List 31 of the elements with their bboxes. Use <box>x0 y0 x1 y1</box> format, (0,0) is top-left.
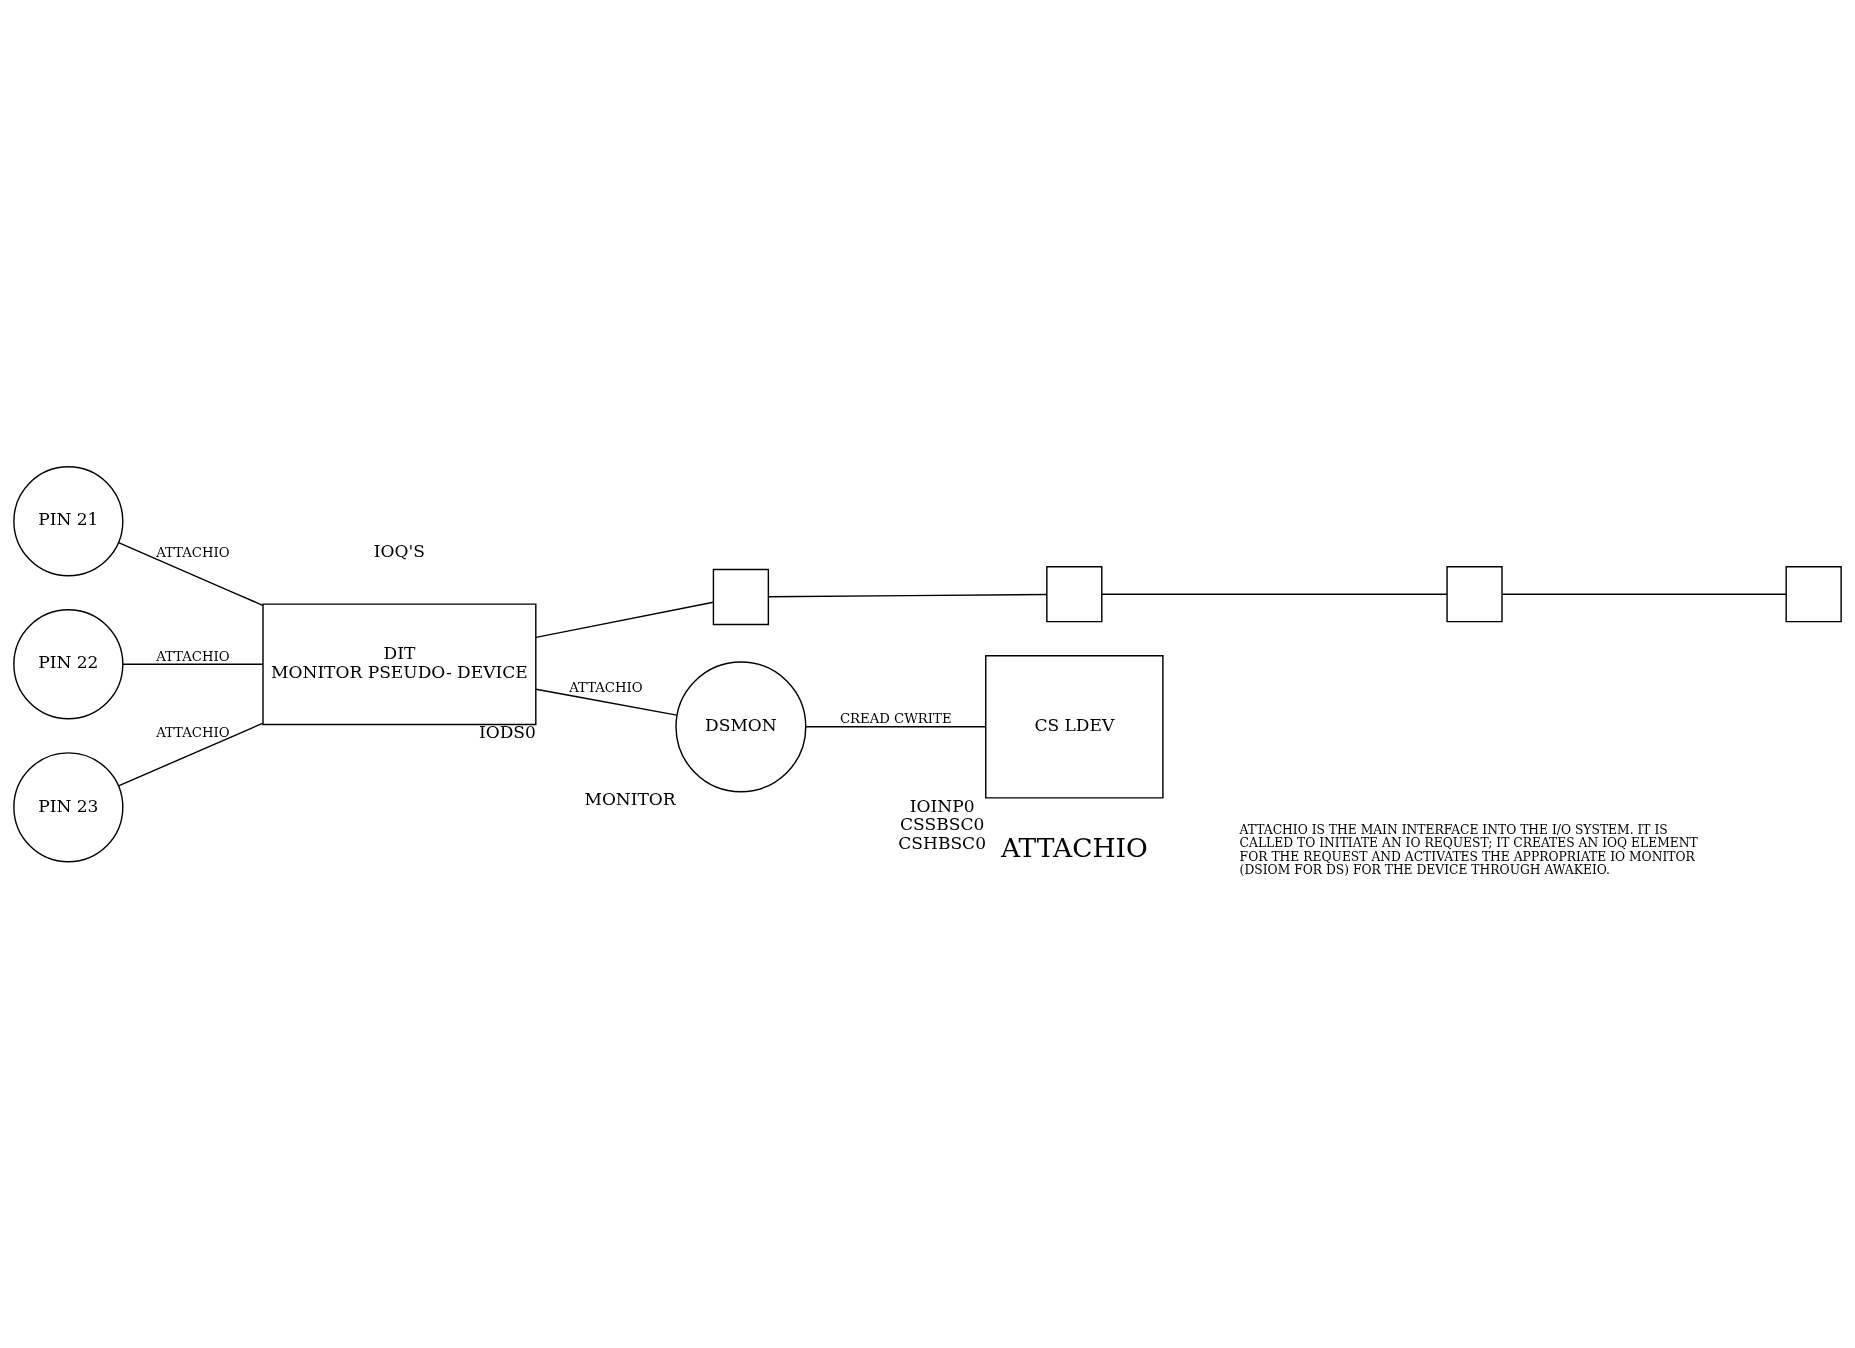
edge-label: ATTACHIO <box>156 725 230 741</box>
connector <box>1501 593 1787 595</box>
node-label: CSSBSC0 <box>900 814 985 835</box>
node-label: CSHBSC0 <box>898 833 987 854</box>
connector <box>122 663 264 665</box>
connector <box>805 726 987 728</box>
node-circle: DSMON <box>675 661 807 793</box>
node-box <box>1785 566 1842 623</box>
connector <box>535 601 715 639</box>
label: ATTACHIO IS THE MAIN INTERFACE INTO THE I/O SYSTEM. IT IS CALLED TO INITIATE AN IO REQUEST; IT CREATES AN IOQ ELEMENT FOR THE REQUEST AND ACTIVATES THE APPROPRIATE IO MONITOR (DSIOM FOR DS) FOR THE DEVICE THROUGH AWAKEIO. <box>1239 823 1698 878</box>
node-label: MONITOR <box>584 789 676 810</box>
node-circle: PIN 23 <box>13 752 124 863</box>
connector <box>1101 593 1448 595</box>
node-box <box>1446 566 1503 623</box>
label: ATTACHIO <box>1000 832 1148 864</box>
connector <box>117 722 264 787</box>
connector <box>535 688 678 716</box>
edge-label: ATTACHIO <box>569 679 643 695</box>
connector <box>767 593 1048 598</box>
node-label: IOINP0 <box>909 795 975 816</box>
node-box <box>1046 566 1103 623</box>
connector <box>117 541 264 606</box>
node-box: DIT MONITOR PSEUDO- DEVICE <box>262 603 537 726</box>
edge-label: ATTACHIO <box>156 648 230 664</box>
node-circle: PIN 22 <box>13 609 124 720</box>
label: IOQ'S <box>373 540 425 561</box>
edge-label: ATTACHIO <box>156 544 230 560</box>
node-box: CS LDEV <box>985 655 1164 799</box>
edge-label: CREAD CWRITE <box>839 711 952 727</box>
node-box <box>712 568 770 626</box>
node-circle: PIN 21 <box>13 466 124 577</box>
